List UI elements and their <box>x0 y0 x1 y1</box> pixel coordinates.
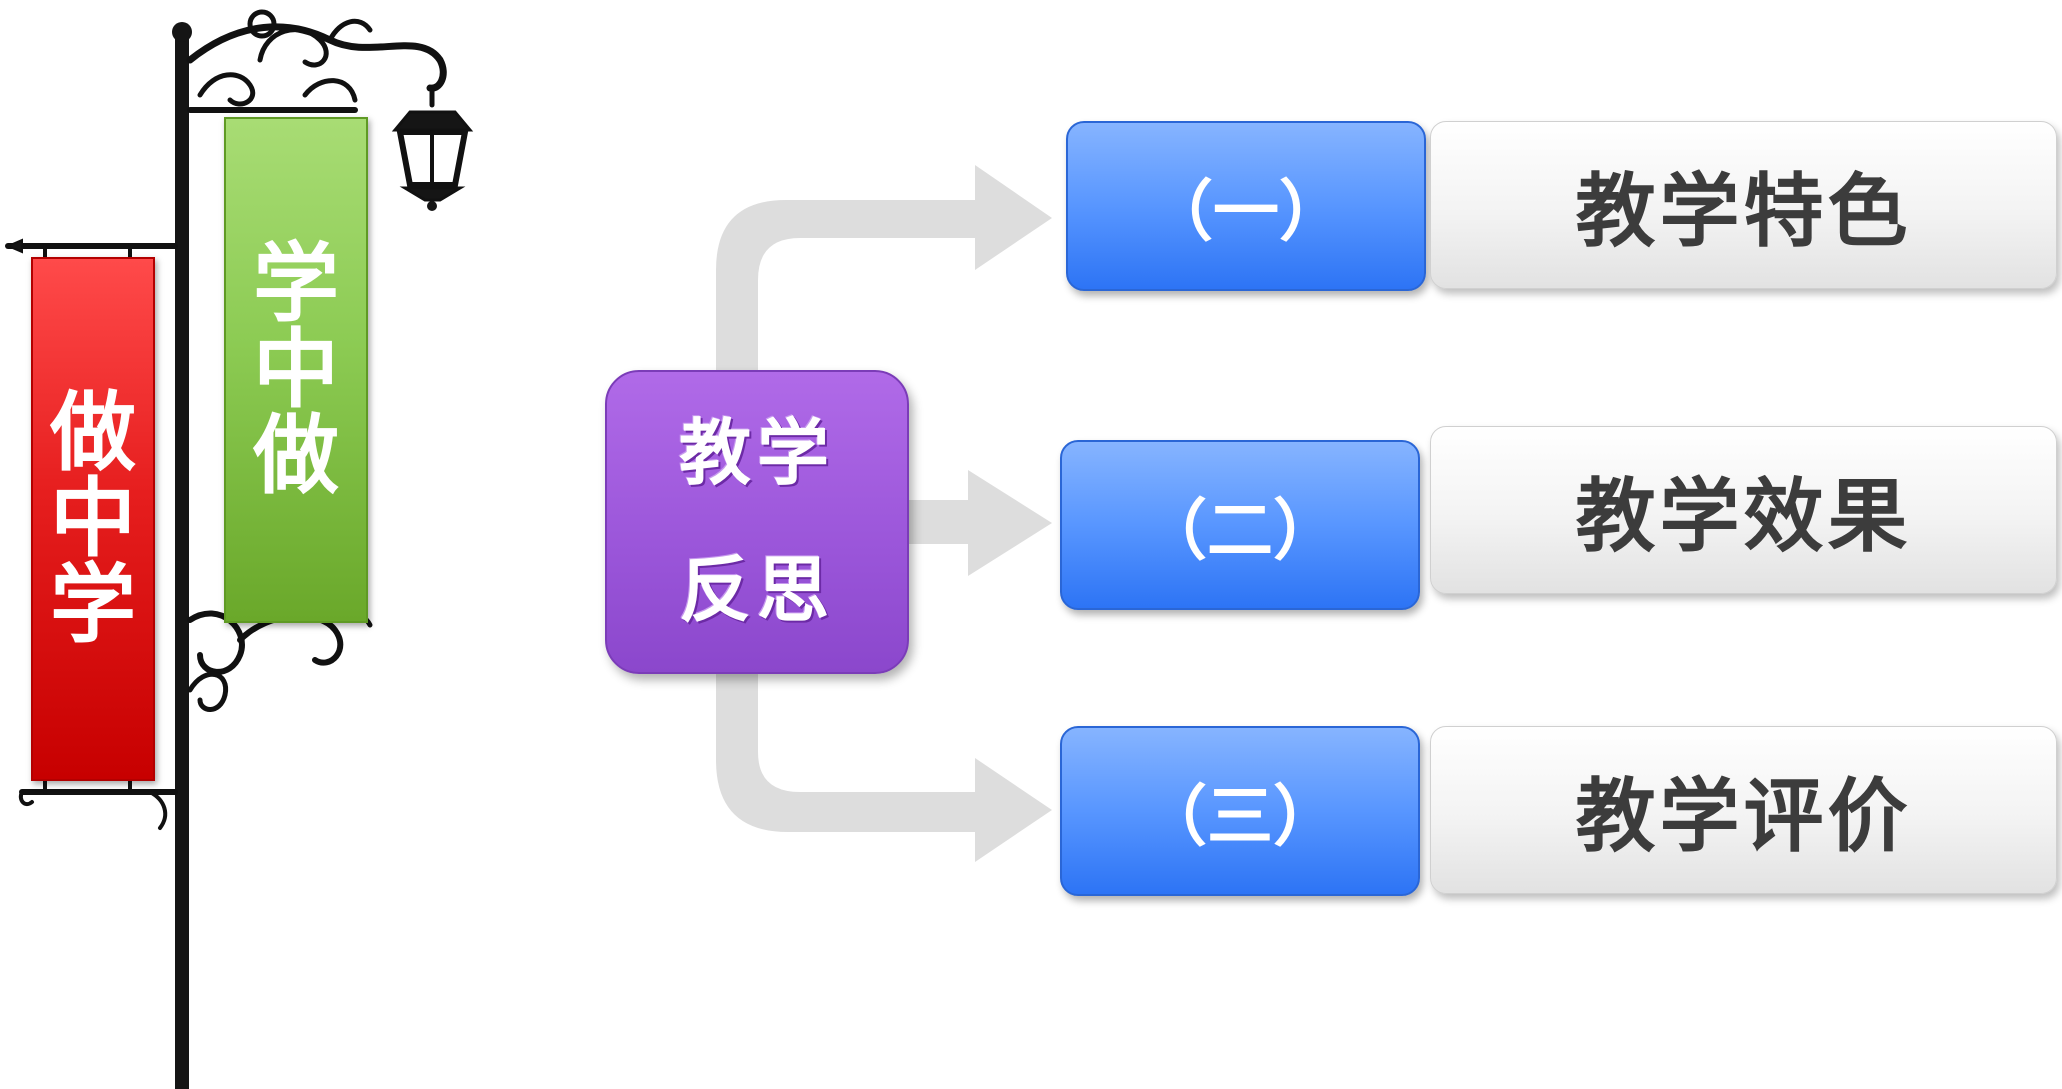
item-label: 教学特色 <box>1575 165 1912 258</box>
lamp-icon <box>391 87 474 211</box>
connector-arrows <box>716 165 1052 862</box>
banner-do-by-learning: 学 中 做 <box>224 117 368 623</box>
item-label: 教学效果 <box>1575 470 1912 563</box>
post-pole <box>175 30 189 1089</box>
item-2-label-bar: 教学效果 <box>1430 426 2057 594</box>
banner-char: 学 <box>253 234 339 334</box>
banner-char: 中 <box>50 469 136 569</box>
item-3-label-bar: 教学评价 <box>1430 726 2057 894</box>
center-line-2: 反思 <box>678 547 835 632</box>
banner-learn-by-doing: 做 中 学 <box>31 257 155 781</box>
item-number: （二） <box>1141 492 1339 569</box>
teaching-reflection-node: 教学 反思 <box>605 370 909 674</box>
banner-char: 学 <box>50 555 136 655</box>
banner-char: 做 <box>50 383 136 483</box>
banner-char: 做 <box>253 406 339 506</box>
item-label: 教学评价 <box>1575 770 1912 863</box>
item-2-number-tab: （二） <box>1060 440 1420 610</box>
item-number: （三） <box>1141 778 1339 855</box>
arrow-middle <box>905 470 1052 576</box>
banner-char: 中 <box>253 320 339 420</box>
item-3-number-tab: （三） <box>1060 726 1420 896</box>
lamp-post <box>5 9 474 1089</box>
item-1-number-tab: （一） <box>1066 121 1426 291</box>
item-1-label-bar: 教学特色 <box>1430 121 2057 289</box>
arrow-bottom <box>716 670 1052 862</box>
center-line-1: 教学 <box>678 410 835 496</box>
arrow-top <box>716 165 1052 375</box>
item-number: （一） <box>1147 173 1345 250</box>
